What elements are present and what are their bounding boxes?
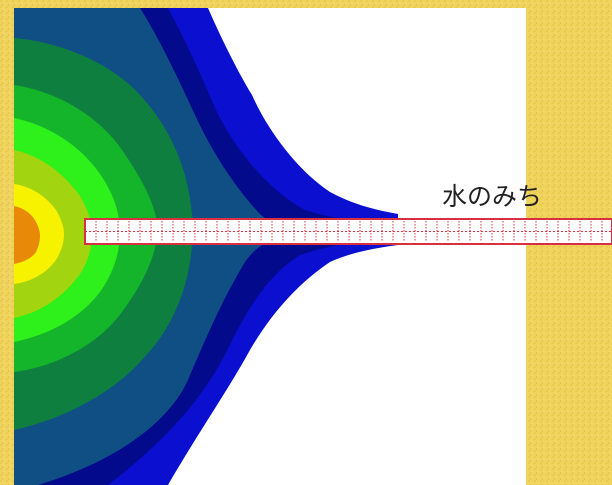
contour-zones xyxy=(14,8,398,485)
water-pipe xyxy=(84,218,612,245)
contour-core xyxy=(14,206,40,264)
pipe-cells xyxy=(85,221,612,242)
water-path-label: 水のみち xyxy=(442,182,542,211)
